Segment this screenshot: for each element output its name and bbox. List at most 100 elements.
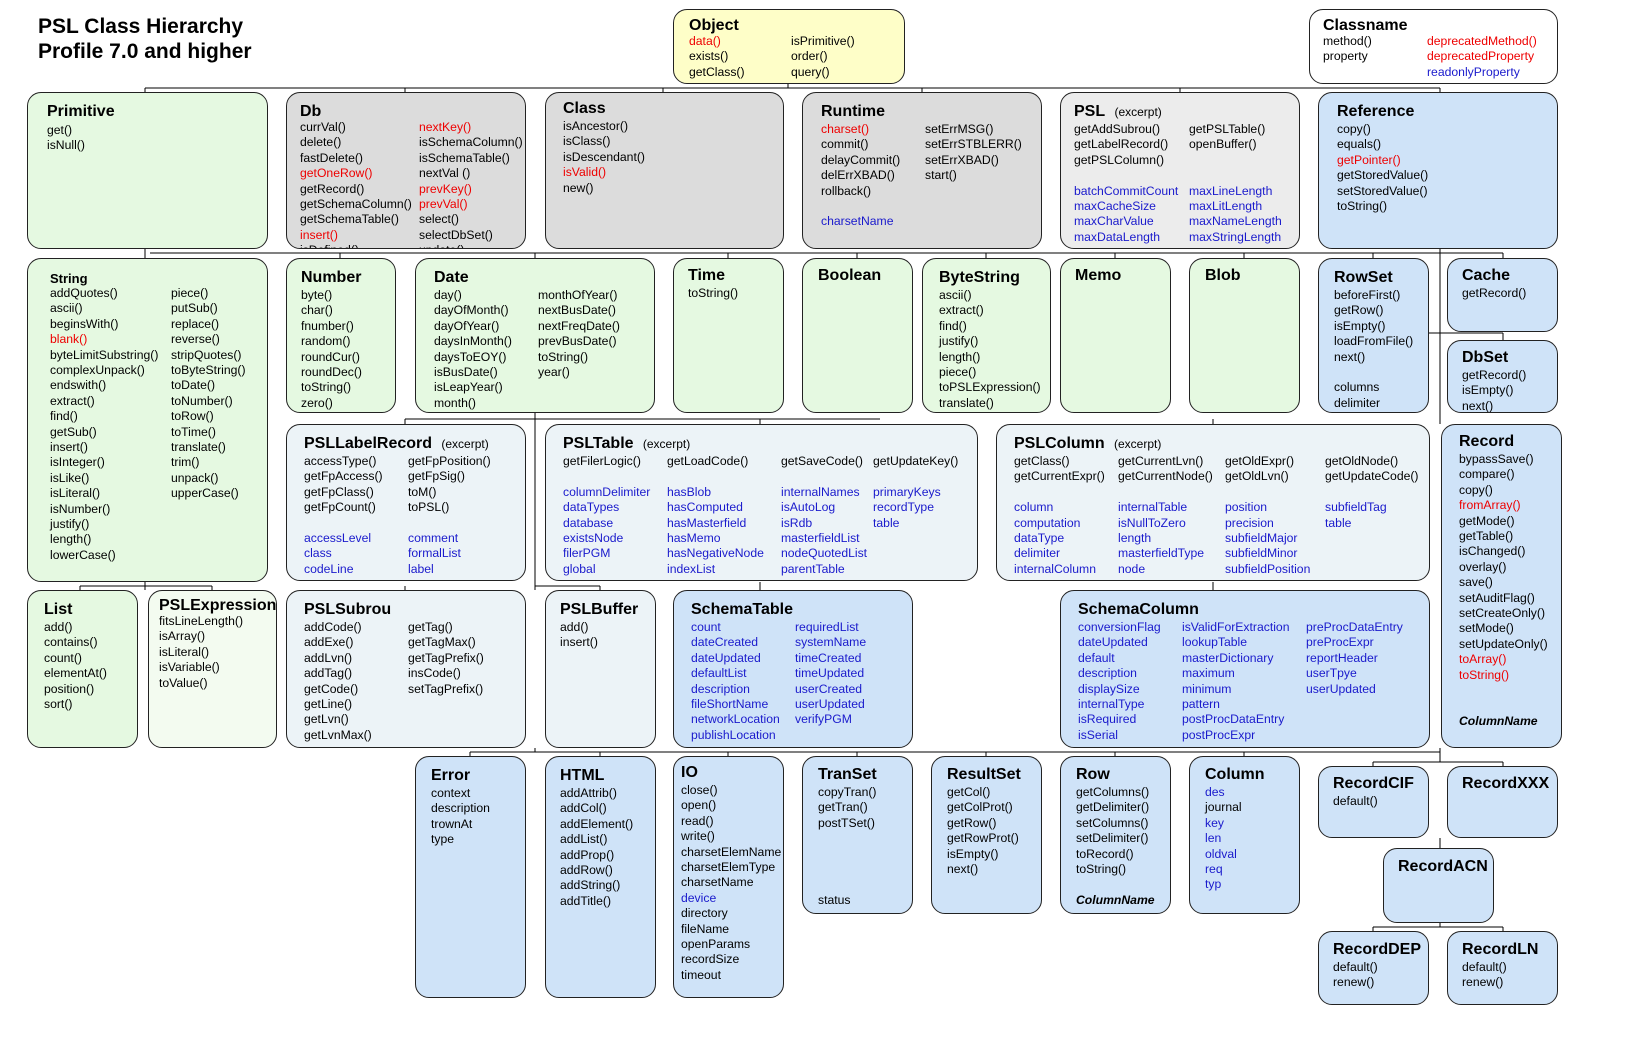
class-member: getTagPrefix() [408,650,484,665]
class-member: isAutoLog [781,500,836,515]
class-member: lowerCase() [50,547,116,562]
class-member: getLine() [304,697,353,711]
class-member: default() [1333,960,1378,974]
class-name-recordxxx: RecordXXX [1462,775,1549,793]
class-title: DbSet [1462,349,1509,366]
class-title: PSLExpression [159,597,277,614]
class-member: length [1118,531,1152,545]
class-member: getMode() [1459,513,1515,528]
class-name-column: Column [1205,766,1265,784]
class-name-object: Object [689,17,739,35]
class-member: getPSLTable() [1189,122,1266,136]
class-member: class [304,546,332,561]
class-member: dateUpdated [1078,635,1148,650]
class-member: getSaveCode() [781,454,863,468]
class-member: getTable() [1459,529,1514,543]
class-member: toString() [1459,667,1510,682]
class-member: isEmpty() [947,846,999,861]
class-member: addList() [560,832,608,847]
class-member: dayOfYear() [434,318,500,333]
class-member: status [818,892,851,907]
class-member: next() [1462,398,1494,413]
class-member: complexUnpack() [50,363,145,377]
class-member: isLiteral() [50,486,101,501]
class-member: roundCur() [301,349,360,364]
class-name-recordacn: RecordACN [1398,858,1488,876]
class-member: getSub() [50,424,97,439]
class-member: setMode() [1459,621,1514,636]
class-member: charsetElemName [681,844,782,859]
class-member: subfieldTag [1325,500,1387,515]
class-member: parentTable [781,561,845,576]
class-member: getOldNode() [1325,454,1399,468]
class-member: systemName [795,635,867,650]
class-title: Runtime [821,103,885,120]
class-member: getTag() [408,620,453,634]
class-member: subfieldMajor [1225,531,1298,545]
class-member: loadFromFile() [1334,334,1414,349]
class-member: translate() [939,395,994,410]
class-title: HTML [560,767,605,784]
class-member: computation [1014,515,1081,530]
class-member: position() [44,681,95,696]
class-member: getFpAccess() [304,469,383,484]
class-member: write() [681,829,715,844]
class-member: prevVal() [419,197,468,211]
class-title: PSLLabelRecord [304,435,433,452]
class-member: masterfieldType [1118,546,1205,561]
class-member: currVal() [300,120,346,134]
class-member: fileShortName [691,697,769,711]
class-member: beforeFirst() [1334,288,1401,302]
class-title: PSLBuffer [560,601,639,618]
class-member: getTran() [818,800,868,815]
class-member: unpack() [171,470,219,485]
class-name-number: Number [301,269,361,287]
class-name-dbset: DbSet [1462,349,1508,367]
class-member: isLike() [50,470,90,485]
class-member: getRecord() [1462,286,1527,300]
class-name-recorddep: RecordDEP [1333,941,1421,959]
class-member: isSerial [1078,727,1118,742]
class-member: maxLineLength [1189,183,1273,198]
class-box-recordxxx: RecordXXX [1447,766,1558,838]
class-member: addRow() [560,863,613,877]
class-name-error: Error [431,767,470,785]
class-member: key [1205,815,1224,830]
class-member: delayCommit() [821,152,901,167]
class-name-reference: Reference [1337,103,1414,121]
class-member: setTagPrefix() [408,681,484,696]
class-member: minimum [1182,681,1232,696]
class-name-list: List [44,601,72,619]
class-member: conversionFlag [1078,620,1161,634]
class-member: openBuffer() [1189,137,1257,152]
class-member: hasComputed [667,500,743,515]
class-title: Memo [1075,267,1122,284]
class-member: toDate() [171,378,216,393]
class-member: database [563,515,614,530]
class-member: position [1225,500,1268,515]
class-member: requiredList [795,620,859,634]
class-member: addCode() [304,620,362,634]
class-member: count() [44,650,82,665]
class-member: toArray() [1459,652,1507,667]
class-member: toValue() [159,675,208,690]
class-member: getFpPosition() [408,454,491,468]
class-member: exists() [689,49,729,64]
class-member: isRequired [1078,712,1137,727]
class-member: getCurrentExpr() [1014,469,1105,484]
class-member: extract() [939,303,984,318]
class-member: reportHeader [1306,650,1378,665]
class-member: batchCommitCount [1074,183,1179,198]
class-member: formalList [408,546,461,561]
class-member: start() [925,168,957,183]
class-member: isSchemaTable() [419,150,510,165]
class-member: insCode() [408,666,461,681]
class-member: count [691,620,721,634]
